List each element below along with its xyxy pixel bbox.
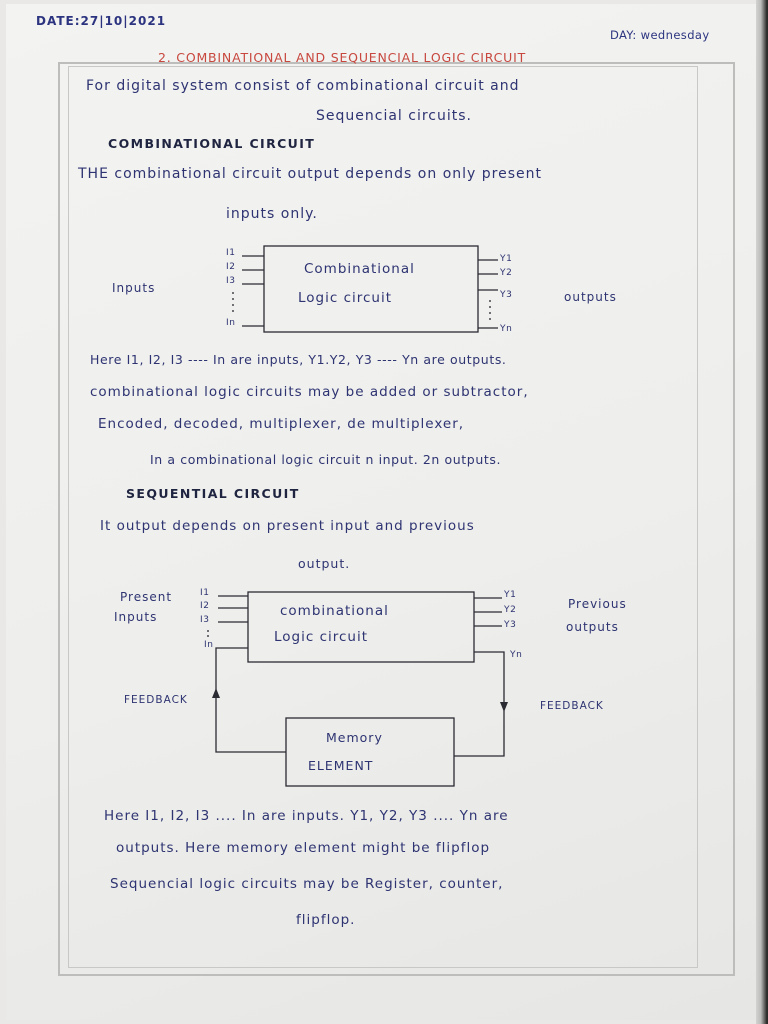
combinational-desc-1: THE combinational circuit output depends…	[78, 166, 542, 182]
page-title: 2. COMBINATIONAL AND SEQUENCIAL LOGIC CI…	[158, 50, 527, 65]
combinational-heading: COMBINATIONAL CIRCUIT	[108, 136, 316, 151]
feedback-path-left	[215, 647, 286, 753]
present-label: Present	[120, 590, 173, 604]
sequential-box-line-2: Logic circuit	[274, 629, 369, 645]
feedback-arrow-up	[212, 688, 220, 698]
memory-line-1: Memory	[326, 730, 383, 745]
notebook-page	[6, 4, 756, 1020]
intro-line-1: For digital system consist of combinatio…	[86, 78, 520, 94]
seq-pin-yn: Yn	[510, 650, 523, 660]
seq-pin-i2: I2	[200, 601, 210, 611]
feedback-left-label: FEEDBACK	[124, 694, 188, 706]
page-border-outer	[58, 62, 735, 976]
previous-label: Previous	[568, 597, 627, 611]
seq-pin-i3: I3	[200, 615, 210, 625]
pin-i1: I1	[226, 248, 236, 258]
page-edge	[756, 0, 768, 1024]
memory-element-box	[285, 717, 455, 787]
page-border-inner	[68, 66, 698, 968]
sequential-note-4: flipflop.	[296, 912, 356, 928]
sequential-desc-2: output.	[298, 556, 351, 571]
inputs-label-seq: Inputs	[114, 610, 158, 624]
combinational-box-line-1: Combinational	[304, 261, 415, 277]
pin-in: In	[226, 318, 236, 328]
combinational-desc-2: inputs only.	[226, 206, 318, 222]
combinational-note-1: Here I1, I2, I3 ---- In are inputs, Y1.Y…	[90, 352, 507, 367]
sequential-combinational-box	[247, 591, 475, 663]
outputs-label: outputs	[564, 290, 617, 304]
date-label: DATE:27|10|2021	[36, 14, 167, 28]
combinational-box-line-2: Logic circuit	[298, 290, 393, 306]
seq-pin-y3: Y3	[504, 620, 517, 630]
sequential-note-1: Here I1, I2, I3 .... In are inputs. Y1, …	[104, 808, 509, 824]
seq-pin-y2: Y2	[504, 605, 517, 615]
seq-pin-y1: Y1	[504, 590, 517, 600]
inputs-label: Inputs	[112, 281, 156, 295]
seq-pin-in: In	[204, 640, 214, 650]
pin-i2: I2	[226, 262, 236, 272]
sequential-box-line-1: combinational	[280, 603, 389, 619]
feedback-arrow-down	[500, 702, 508, 712]
combinational-note-4: In a combinational logic circuit n input…	[150, 452, 502, 467]
combinational-note-3: Encoded, decoded, multiplexer, de multip…	[98, 416, 465, 432]
feedback-right-label: FEEDBACK	[540, 700, 604, 712]
sequential-desc-1: It output depends on present input and p…	[100, 518, 475, 534]
pin-i3: I3	[226, 276, 236, 286]
pin-yn: Yn	[500, 324, 513, 334]
previous-outputs-label: outputs	[566, 620, 619, 634]
pin-y3: Y3	[500, 290, 513, 300]
intro-line-2: Sequencial circuits.	[316, 108, 472, 124]
seq-pin-i1: I1	[200, 588, 210, 598]
combinational-note-2: combinational logic circuits may be adde…	[90, 384, 529, 400]
feedback-path-right	[454, 651, 505, 757]
pin-y1: Y1	[500, 254, 513, 264]
memory-line-2: ELEMENT	[308, 758, 374, 773]
sequential-heading: SEQUENTIAL CIRCUIT	[126, 486, 300, 501]
sequential-note-3: Sequencial logic circuits may be Registe…	[110, 876, 504, 892]
combinational-box	[263, 245, 479, 333]
day-label: DAY: wednesday	[610, 28, 710, 42]
pin-y2: Y2	[500, 268, 513, 278]
sequential-note-2: outputs. Here memory element might be fl…	[116, 840, 491, 856]
